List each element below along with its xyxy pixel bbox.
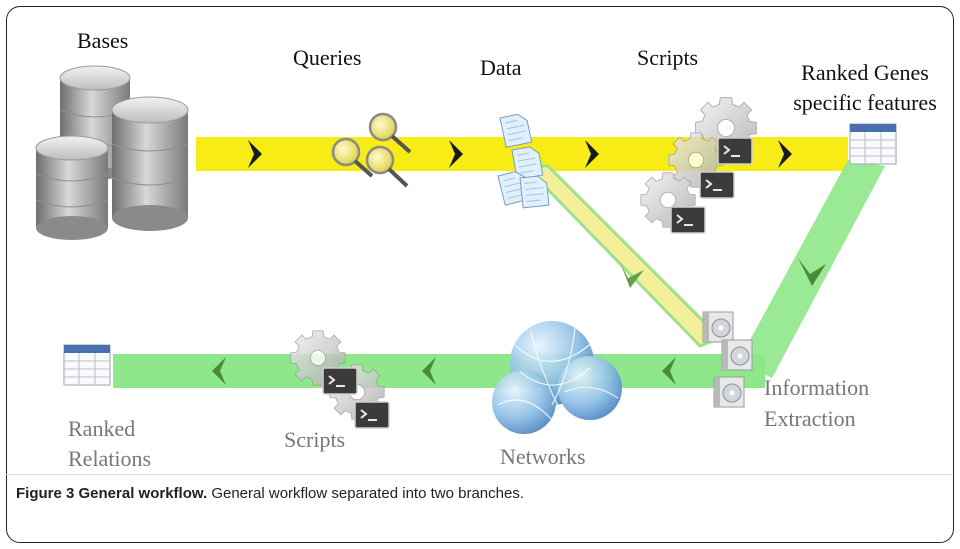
caption-text: General workflow separated into two bran… (211, 485, 524, 502)
network-globe-icon (492, 321, 622, 434)
figure-caption: Figure 3 General workflow. General workf… (16, 485, 936, 502)
chevron-right-icon (449, 140, 463, 168)
label-networks: Networks (500, 444, 586, 469)
chevron-left-icon (422, 357, 436, 385)
label-data: Data (480, 55, 522, 80)
label-scripts-bottom: Scripts (284, 427, 346, 452)
chevron-left-icon (662, 357, 676, 385)
caption-separator (6, 474, 952, 475)
label-queries: Queries (293, 45, 362, 70)
magnifier-icon (331, 112, 412, 188)
chevron-down-icon (798, 258, 826, 286)
table-icon (63, 344, 111, 386)
label-ranked-line1: Ranked (68, 416, 136, 441)
label-information-line2: Extraction (764, 406, 856, 431)
label-information-line1: Information (764, 375, 870, 400)
chevron-left-icon (212, 357, 226, 385)
label-ranked-relations: Ranked Relations (68, 414, 151, 474)
chevron-right-icon (585, 140, 599, 168)
label-ranked-genes-line1: Ranked Genes (801, 60, 929, 85)
label-ranked-genes-line2: specific features (793, 90, 937, 115)
label-ranked-line2: Relations (68, 446, 152, 471)
database-icon (35, 65, 189, 240)
chevron-right-icon (778, 140, 792, 168)
green-diagonal-band (738, 160, 885, 378)
label-information-extraction: Information Extraction (764, 372, 869, 434)
label-ranked-genes: Ranked Genes specific features (780, 58, 950, 118)
chevron-right-icon (248, 140, 262, 168)
green-flow-band (113, 354, 765, 388)
label-bases: Bases (77, 28, 129, 53)
table-icon (849, 123, 897, 165)
label-scripts-top: Scripts (637, 45, 699, 70)
caption-title: Figure 3 General workflow. (16, 485, 208, 502)
yellow-diagonal-band (521, 164, 723, 348)
chevron-down-icon (620, 262, 644, 288)
